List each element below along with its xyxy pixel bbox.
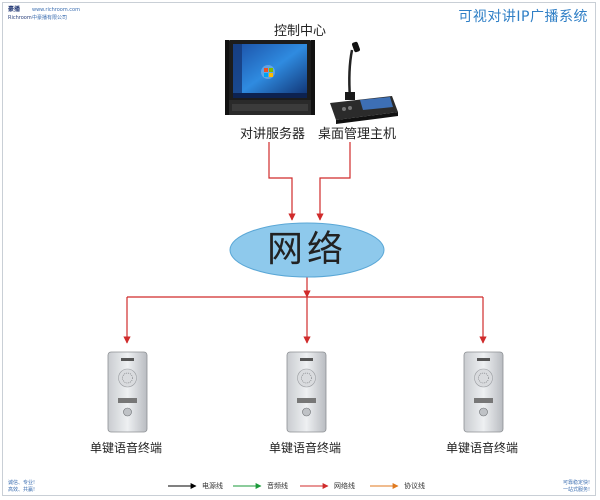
logo-brand: 豪播 [8,6,21,13]
terminal-device-icon [286,351,327,433]
footer-left-note: 诚信、专业! 高效、共赢! [8,480,35,494]
server-label: 对讲服务器 [240,127,306,142]
network-cloud [229,222,385,278]
page-border [2,2,596,496]
footer-right-note: 可靠稳定快! 一站式服务! [563,480,590,494]
server-device-icon [225,40,315,115]
logo-company: 中豪播有限公司 [32,15,68,21]
legend-label-network: 网络线 [334,482,355,490]
terminal-device-icon [107,351,148,433]
footer-left-note-1: 诚信、专业! [8,480,36,486]
desktop-host-device-icon [330,41,398,124]
footer-left-note-2: 高效、共赢! [8,487,36,493]
terminal-label: 单键语音终端 [446,441,519,455]
footer-right-note-2: 一站式服务! [562,487,590,493]
footer-right-note-1: 可靠稳定快! [562,480,590,486]
logo-website: www.richroom.com [32,7,80,13]
legend-label-power: 电源线 [202,482,223,490]
legend-label-audio: 音频线 [267,482,288,490]
terminal-device-icon [463,351,504,433]
network-lines [123,142,487,344]
network-label: 网络 [266,229,347,270]
logo-brand-en: Richroom [8,15,32,21]
terminal-label: 单键语音终端 [90,441,163,455]
desktop-host-label: 桌面管理主机 [318,127,397,142]
company-logo: 豪播 Richroom www.richroom.com 中豪播有限公司 [8,6,80,24]
legend-label-protocol: 协议线 [404,482,425,490]
control-center-title: 控制中心 [273,24,326,39]
system-title: 可视对讲IP广播系统 [458,9,588,25]
terminal-label: 单键语音终端 [269,441,342,455]
